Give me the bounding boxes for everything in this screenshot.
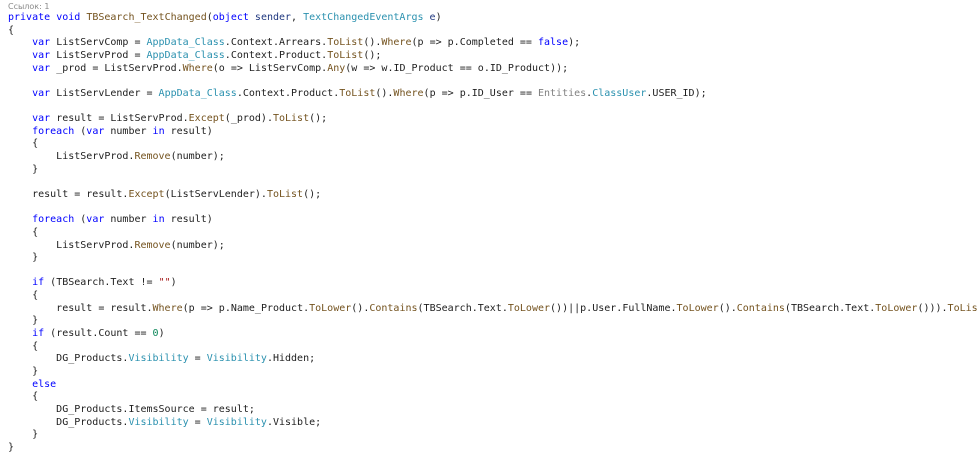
code-line[interactable]: DG_Products.ItemsSource = result; (56, 403, 255, 415)
reference-count-codelens[interactable]: Ссылок: 1 (8, 2, 50, 11)
code-line[interactable] (8, 75, 977, 88)
code-line[interactable]: } (8, 429, 39, 441)
code-area[interactable]: private void TBSearch_TextChanged(object… (8, 12, 977, 454)
code-line[interactable]: var result = ListServProd.Except(_prod).… (32, 113, 328, 125)
code-line[interactable]: { (8, 391, 39, 403)
code-line[interactable]: { (8, 24, 15, 36)
code-line[interactable]: if (TBSearch.Text != "") (32, 277, 177, 289)
code-line[interactable] (8, 100, 977, 113)
code-line[interactable]: DG_Products.Visibility = Visibility.Visi… (56, 416, 322, 428)
code-line[interactable] (8, 265, 977, 278)
code-line[interactable]: } (8, 365, 39, 377)
code-line[interactable]: ListServProd.Remove(number); (56, 151, 225, 163)
code-line[interactable]: var ListServLender = AppData_Class.Conte… (32, 87, 707, 99)
code-line[interactable]: } (8, 315, 39, 327)
code-line[interactable]: result = result.Except(ListServLender).T… (32, 188, 322, 200)
code-line[interactable] (8, 176, 977, 189)
code-line[interactable]: var ListServComp = AppData_Class.Context… (32, 37, 581, 49)
code-line[interactable]: ListServProd.Remove(number); (56, 239, 225, 251)
code-line[interactable]: { (8, 340, 39, 352)
code-line[interactable]: if (result.Count == 0) (32, 328, 165, 340)
code-line[interactable]: private void TBSearch_TextChanged(object… (8, 12, 442, 23)
code-line[interactable]: { (8, 226, 39, 238)
code-line[interactable]: foreach (var number in result) (32, 125, 213, 137)
code-line[interactable]: DG_Products.Visibility = Visibility.Hidd… (56, 353, 316, 365)
code-line[interactable]: else (32, 378, 57, 390)
code-line[interactable]: var _prod = ListServProd.Where(o => List… (32, 62, 569, 74)
code-line[interactable]: } (8, 252, 39, 264)
code-line[interactable]: foreach (var number in result) (32, 214, 213, 226)
code-line[interactable]: } (8, 163, 39, 175)
code-line[interactable]: { (8, 290, 39, 302)
code-line[interactable]: { (8, 138, 39, 150)
code-line[interactable]: var ListServProd = AppData_Class.Context… (32, 49, 382, 61)
code-line[interactable] (8, 202, 977, 215)
code-line[interactable]: } (8, 441, 15, 453)
code-line[interactable]: result = result.Where(p => p.Name_Produc… (56, 302, 977, 314)
